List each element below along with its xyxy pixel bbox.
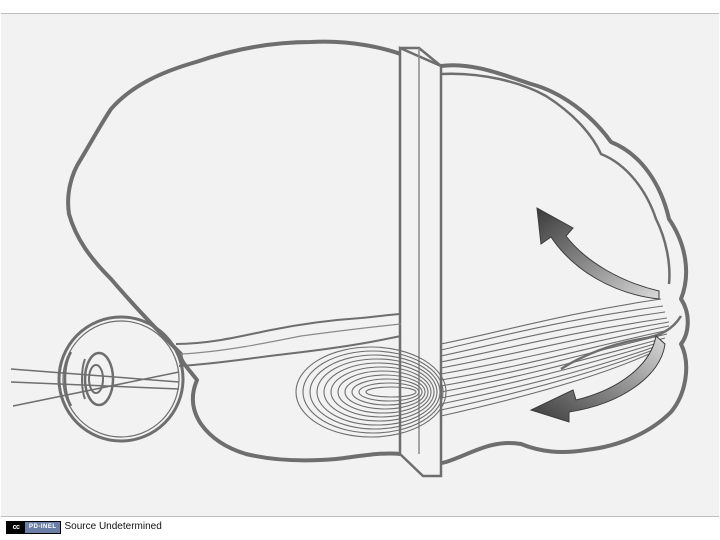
optic-nerve-fibre [180, 323, 402, 355]
brain-diagram-figure [1, 13, 719, 517]
optic-tract-upper [175, 313, 402, 345]
cc-icon: cc [7, 521, 25, 533]
temporal-lobe-contour [560, 315, 683, 371]
brain-diagram-svg [10, 39, 690, 478]
light-rays [10, 368, 180, 407]
optic-radiation-fibres [440, 298, 670, 417]
dorsal-stream-arrow [536, 207, 660, 300]
optic-radiation-fan [295, 346, 447, 438]
optic-tract-lower [178, 335, 402, 367]
license-footer: cc PD-INEL Source Undetermined [6, 520, 162, 534]
cortex-inner-contour [440, 72, 671, 285]
license-badge-text: PD-INEL [25, 521, 60, 533]
eye-icon [57, 315, 185, 443]
license-badge[interactable]: cc PD-INEL [6, 520, 61, 534]
brain-outline [66, 39, 690, 466]
ventral-stream-arrow [529, 335, 666, 423]
source-attribution: Source Undetermined [64, 521, 162, 532]
